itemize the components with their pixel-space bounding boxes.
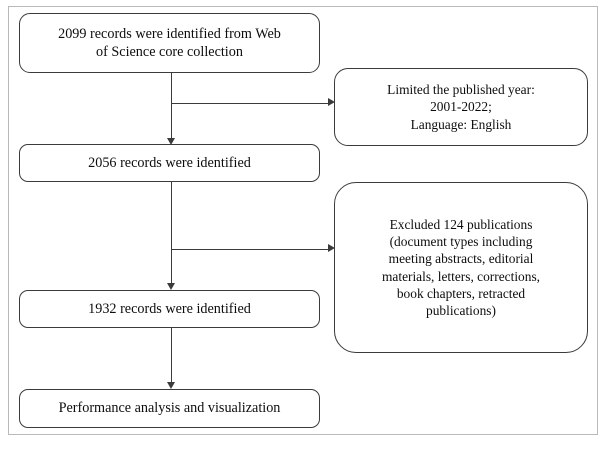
node-identified-after-year: 2056 records were identified	[19, 144, 320, 182]
node-performance-analysis: Performance analysis and visualization	[19, 389, 320, 428]
connector-junction1-to-after-year	[170, 111, 173, 138]
node-identified-initial-label: 2099 records were identified from Web of…	[58, 25, 281, 60]
node-performance-analysis-label: Performance analysis and visualization	[58, 400, 281, 417]
arrowhead-to-after-types-icon	[166, 283, 175, 290]
arrowhead-to-limits-icon	[327, 98, 335, 106]
node-limits-label: Limited the published year: 2001-2022; L…	[387, 82, 535, 132]
node-exclusions-label: Excluded 124 publications (document type…	[381, 217, 541, 318]
connector-junction2-to-after-types	[170, 254, 173, 283]
connector-junction2-to-exclusions	[170, 248, 328, 251]
arrowhead-to-exclusions-icon	[327, 244, 335, 252]
node-identified-after-types-label: 1932 records were identified	[88, 300, 251, 317]
connector-after-types-to-performance	[170, 328, 173, 382]
arrowhead-to-after-year-icon	[166, 138, 175, 145]
node-identified-after-types: 1932 records were identified	[19, 290, 320, 328]
node-identified-after-year-label: 2056 records were identified	[88, 154, 251, 171]
node-limits: Limited the published year: 2001-2022; L…	[334, 68, 588, 146]
node-identified-initial: 2099 records were identified from Web of…	[19, 13, 320, 73]
arrowhead-to-performance-icon	[166, 382, 175, 389]
node-exclusions: Excluded 124 publications (document type…	[334, 182, 588, 353]
connector-junction1-to-limits	[170, 102, 328, 105]
connector-after-year-to-junction2	[170, 182, 173, 254]
connector-initial-to-junction1	[170, 73, 173, 111]
